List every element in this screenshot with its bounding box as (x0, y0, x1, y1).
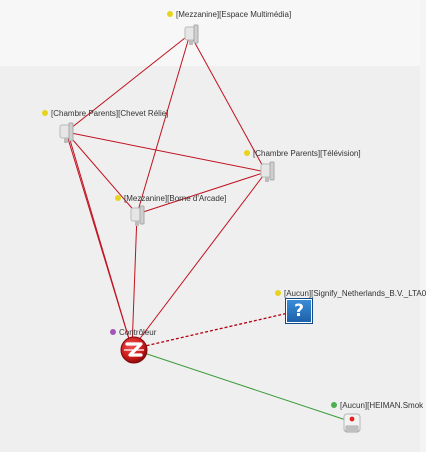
status-dot (110, 328, 116, 335)
status-dot (275, 289, 281, 296)
top-band (0, 0, 420, 66)
link-controller-signify (131, 310, 298, 350)
link-television-controller (131, 171, 267, 350)
node-label-controleur[interactable]: Contrôleur (110, 328, 156, 338)
link-espace-chevet (65, 33, 191, 133)
link-controller-chevet-extra (69, 139, 133, 350)
node-label-borne[interactable]: [Mezzanine][Borne d'Arcade] (115, 194, 226, 204)
plug-icon[interactable] (182, 24, 200, 46)
node-label-chevet[interactable]: [Chambre Parents][Chevet Rélie] (42, 109, 168, 119)
zwave-controller-icon[interactable] (119, 335, 149, 365)
plug-icon[interactable] (128, 205, 146, 227)
node-label-television[interactable]: [Chambre Parents][Télévision] (244, 149, 361, 159)
status-dot (115, 194, 121, 201)
status-dot (244, 149, 250, 156)
node-label-heiman[interactable]: [Aucun][HEIMAN.Smok (331, 401, 423, 411)
link-controller-heiman (131, 348, 353, 423)
status-dot (331, 401, 337, 408)
status-dot (42, 109, 48, 116)
link-chevet-television (65, 131, 267, 173)
link-chevet-borne (65, 131, 138, 215)
link-espace-borne (136, 33, 191, 215)
plug-icon[interactable] (57, 122, 75, 144)
question-mark-icon[interactable]: ? (285, 298, 313, 324)
link-television-borne (136, 171, 267, 215)
status-dot (167, 10, 173, 17)
plug-icon[interactable] (258, 161, 276, 183)
smoke-detector-icon[interactable] (342, 410, 362, 436)
node-label-espace[interactable]: [Mezzanine][Espace Multimédia] (167, 10, 291, 20)
node-label-signify[interactable]: [Aucun][Signify_Netherlands_B.V._LTA0 (275, 289, 426, 299)
link-espace-television (189, 33, 267, 173)
link-borne-controller (131, 213, 138, 350)
